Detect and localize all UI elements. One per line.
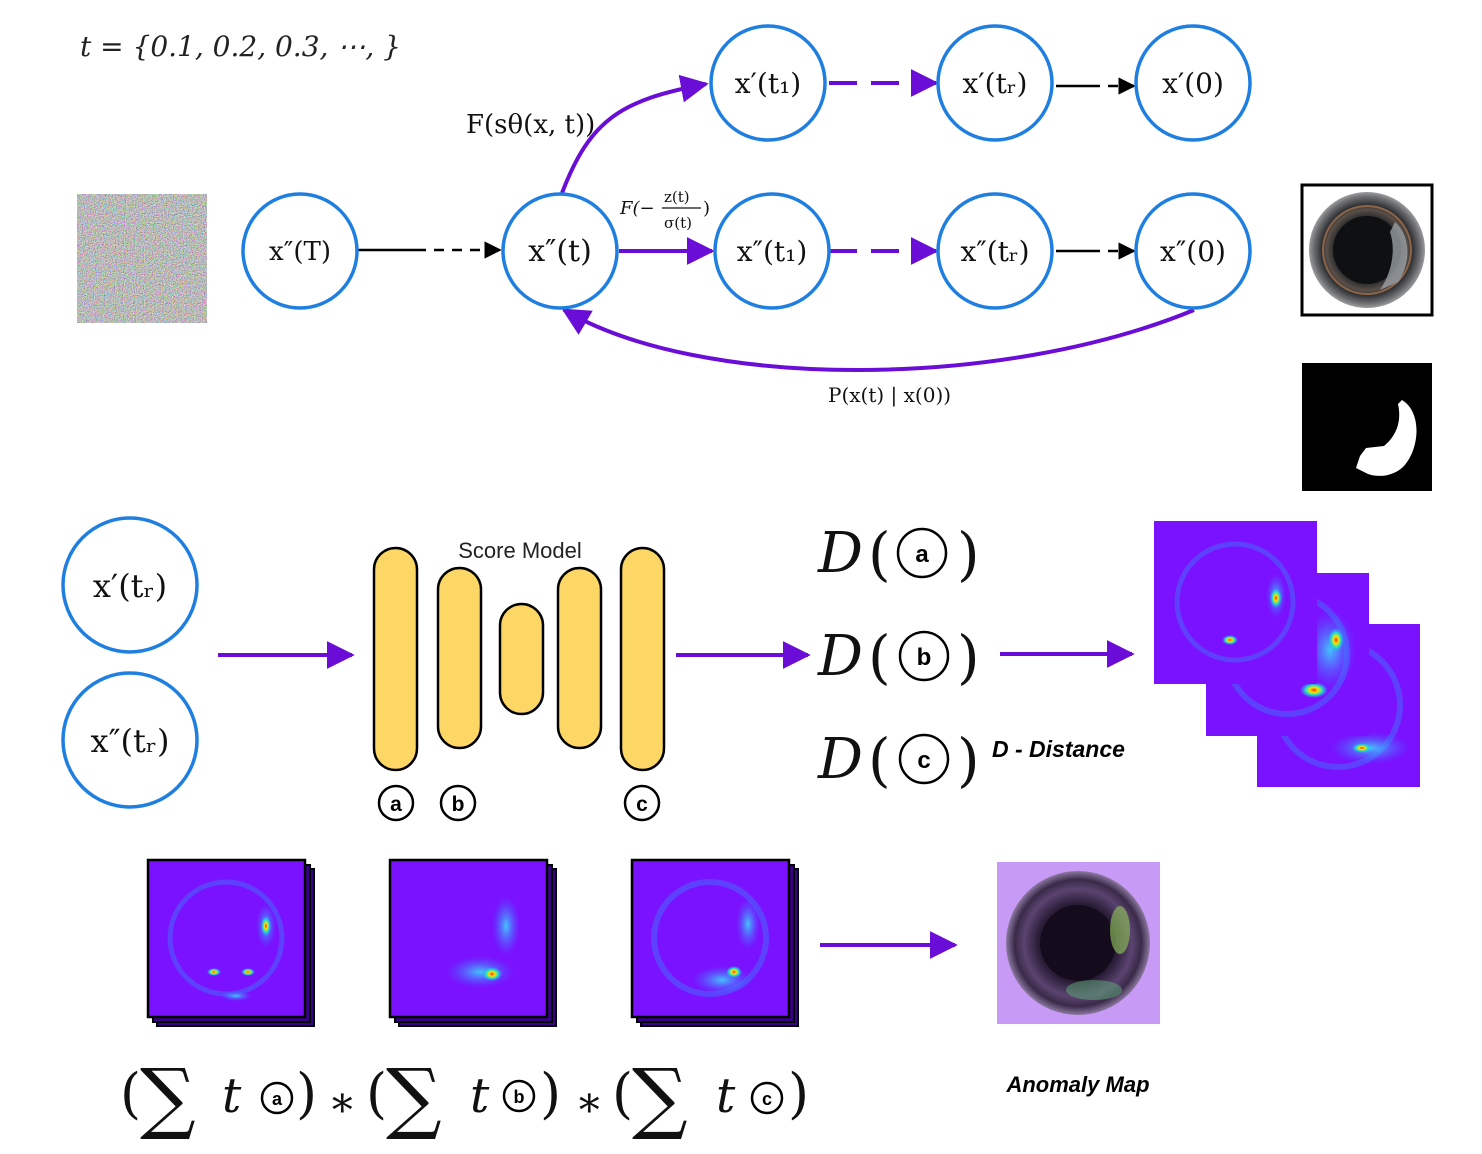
distance-note: D - Distance (992, 736, 1125, 762)
time-set-label: t = {0.1, 0.2, 0.3, ⋯, } (80, 30, 401, 63)
svg-text:x″(T): x″(T) (269, 237, 331, 267)
aggregated-heatmap-a (146, 858, 315, 1027)
noise-function-suffix: ) (703, 198, 710, 219)
svg-text:(: ( (868, 520, 891, 588)
svg-text:t: t (716, 1068, 736, 1124)
svg-text:∑: ∑ (140, 1053, 196, 1143)
svg-text:x″(0): x″(0) (1160, 235, 1226, 268)
svg-text:x″(t): x″(t) (528, 234, 592, 269)
svg-text:∑: ∑ (632, 1053, 688, 1143)
layer-marker-b: b (439, 784, 477, 822)
svg-text:c: c (636, 793, 648, 816)
distance-a: D ( a ) (817, 520, 980, 588)
node-x-dprime-0: x″(0) (1134, 192, 1252, 310)
svg-text:): ) (540, 1062, 561, 1125)
svg-text:D: D (817, 521, 863, 586)
distance-c: D ( c ) (817, 726, 980, 794)
svg-text:b: b (452, 793, 465, 816)
svg-text:x″(tᵣ): x″(tᵣ) (91, 722, 170, 760)
svg-text:x′(tᵣ): x′(tᵣ) (963, 67, 1028, 100)
score-model-title: Score Model (458, 538, 582, 563)
layer-bottleneck (498, 602, 545, 716)
input-bottle-image (1300, 183, 1434, 317)
svg-text:b: b (917, 644, 932, 671)
node-x-prime-tr: x′(tᵣ) (936, 24, 1054, 142)
aggregated-heatmap-c (630, 858, 799, 1027)
anomaly-map-image (997, 862, 1160, 1024)
node-x-t: x″(t) (501, 192, 619, 310)
node-x-prime-0: x′(0) (1134, 24, 1252, 142)
svg-text:x″(tᵣ): x″(tᵣ) (960, 235, 1029, 268)
noise-function-prefix: F(− (619, 198, 655, 219)
posterior-label: P(x(t) | x(0)) (828, 383, 951, 408)
edge-score-branch (560, 74, 709, 194)
layer-a (372, 546, 419, 772)
noise-image (77, 194, 207, 323)
edge-return-loop (561, 308, 1195, 372)
svg-text:∗: ∗ (328, 1077, 357, 1126)
svg-text:x′(t₁): x′(t₁) (735, 67, 801, 100)
anomaly-map-label: Anomaly Map (1005, 1072, 1149, 1097)
svg-text:a: a (390, 793, 402, 816)
aggregated-heatmap-b (388, 858, 557, 1027)
svg-text:D: D (817, 624, 863, 689)
node-x-T: x″(T) (241, 192, 359, 310)
svg-text:): ) (296, 1062, 317, 1125)
layer-d (556, 566, 603, 750)
svg-text:(: ( (366, 1062, 387, 1125)
layer-c (619, 546, 666, 772)
svg-text:(: ( (868, 726, 891, 794)
layer-marker-a: a (377, 784, 415, 822)
svg-text:∗: ∗ (575, 1077, 604, 1126)
svg-text:D: D (817, 727, 863, 792)
node-x-dprime-t1: x″(t₁) (713, 192, 831, 310)
distance-b: D ( b ) (817, 623, 980, 691)
noise-function-numerator: z(t) (664, 188, 690, 206)
heatmap-layer-a (1154, 521, 1317, 684)
input-node-x-prime-tr: x′(tᵣ) (61, 516, 199, 654)
aggregation-formula: ( ∑ t a ) ∗ ( ∑ t b ) ∗ ( ∑ t c ) (120, 1053, 809, 1143)
svg-text:t: t (222, 1068, 242, 1124)
svg-text:x′(0): x′(0) (1162, 67, 1224, 100)
svg-text:c: c (917, 747, 930, 774)
svg-text:(: ( (120, 1062, 141, 1125)
noise-function-denominator: σ(t) (664, 214, 692, 232)
svg-text:(: ( (868, 623, 891, 691)
svg-text:c: c (762, 1089, 772, 1109)
svg-text:a: a (272, 1089, 283, 1109)
node-x-dprime-tr: x″(tᵣ) (936, 192, 1054, 310)
distance-heatmap-stack (1154, 521, 1420, 787)
svg-text:(: ( (612, 1062, 633, 1125)
svg-text:): ) (957, 726, 980, 794)
svg-text:x″(t₁): x″(t₁) (737, 235, 808, 268)
layer-b (436, 566, 483, 750)
score-function-label: F(sθ(x, t)) (466, 110, 595, 140)
svg-text:): ) (957, 623, 980, 691)
svg-text:∑: ∑ (386, 1053, 442, 1143)
svg-text:): ) (957, 520, 980, 588)
node-x-prime-t1: x′(t₁) (709, 24, 827, 142)
input-node-x-dprime-tr: x″(tᵣ) (61, 671, 199, 809)
svg-text:a: a (915, 541, 929, 568)
svg-text:x′(tᵣ): x′(tᵣ) (93, 567, 167, 605)
svg-text:): ) (788, 1062, 809, 1125)
svg-text:t: t (470, 1068, 490, 1124)
ground-truth-mask (1302, 363, 1432, 491)
layer-marker-c: c (623, 784, 661, 822)
svg-text:b: b (514, 1087, 525, 1107)
